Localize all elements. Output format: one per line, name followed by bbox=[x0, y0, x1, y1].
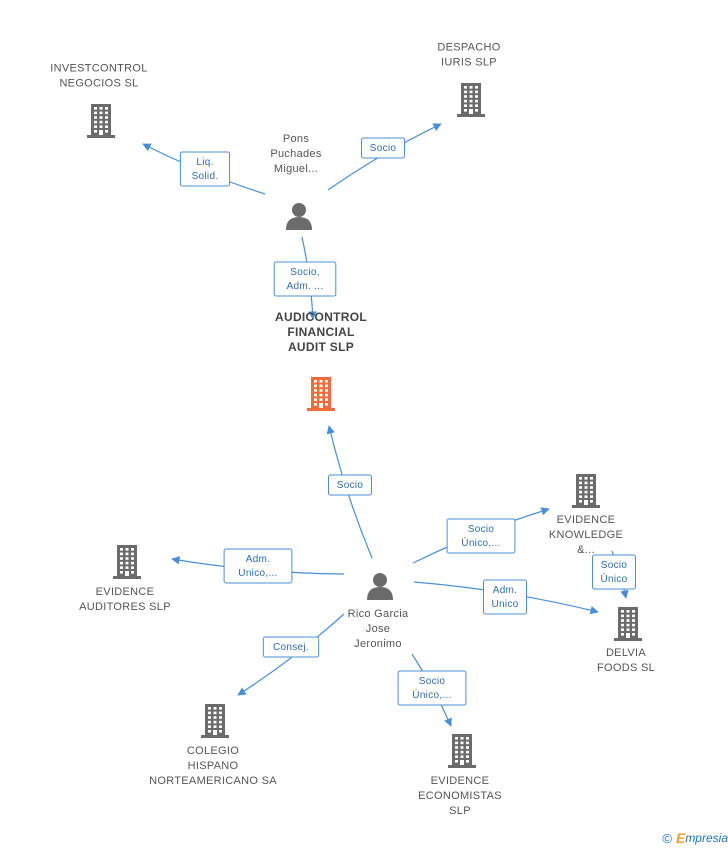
edge-label-rico-to-colegio[interactable]: Consej. bbox=[262, 636, 320, 658]
edge-label-box bbox=[223, 548, 293, 584]
edge-label-box bbox=[273, 261, 337, 297]
node-label-line: COLEGIO bbox=[187, 745, 239, 757]
edge-label-text: Socio bbox=[370, 143, 397, 154]
edge-label-text: Socio, bbox=[290, 267, 320, 278]
edges-layer bbox=[142, 123, 629, 727]
node-label-line: &... bbox=[577, 544, 595, 556]
edge-label-pons-to-despacho[interactable]: Socio bbox=[361, 137, 405, 159]
edge-label-rico-to-delvia[interactable]: Adm. Unico bbox=[483, 579, 527, 615]
node-label-line: FINANCIAL bbox=[287, 325, 354, 339]
node-label-line: EVIDENCE bbox=[96, 586, 155, 598]
copyright-symbol: © bbox=[662, 830, 672, 846]
node-label-line: NORTEAMERICANO SA bbox=[149, 775, 277, 787]
edge-label-text: Adm. ... bbox=[287, 281, 324, 292]
node-pons[interactable]: PonsPuchadesMiguel... bbox=[270, 133, 322, 230]
node-label-line: HISPANO bbox=[188, 760, 239, 772]
node-colegio[interactable]: COLEGIO HISPANO NORTEAMERICANO SA bbox=[149, 704, 277, 787]
edge-label-text: Único,... bbox=[412, 688, 451, 701]
edge-label-text: Unico,... bbox=[238, 568, 277, 579]
edge-label-box bbox=[483, 579, 527, 615]
node-investcontrol[interactable]: INVESTCONTROL NEGOCIOS SL bbox=[50, 63, 147, 139]
building-icon[interactable] bbox=[307, 377, 335, 411]
edge-label-box bbox=[328, 474, 372, 496]
building-icon[interactable] bbox=[201, 704, 229, 738]
edge-label-text: Unico bbox=[491, 599, 518, 610]
building-icon[interactable] bbox=[448, 734, 476, 768]
node-label-line: Miguel... bbox=[274, 163, 318, 175]
node-label-line: ECONOMISTAS bbox=[418, 790, 502, 802]
node-label-line: DESPACHO bbox=[437, 42, 500, 54]
node-label-line: Jeronimo bbox=[354, 638, 402, 650]
node-evidence_economistas[interactable]: EVIDENCE ECONOMISTAS SLP bbox=[418, 734, 502, 817]
node-label-line: Puchades bbox=[270, 148, 322, 160]
node-label-line: SLP bbox=[449, 805, 471, 817]
edge-label-box bbox=[179, 151, 231, 187]
brand-name: mpresia bbox=[685, 831, 728, 845]
edge-label-box bbox=[446, 518, 516, 554]
edge-label-text: Único bbox=[600, 572, 627, 585]
edge-label-text: Socio bbox=[601, 560, 628, 571]
edge-label-text: Socio bbox=[468, 524, 495, 535]
building-icon[interactable] bbox=[614, 607, 642, 641]
node-label-line: NEGOCIOS SL bbox=[59, 78, 138, 90]
edge-label-text: Solid. bbox=[192, 171, 219, 182]
node-label-line: AUDIT SLP bbox=[288, 340, 354, 354]
edge-label-text: Adm. bbox=[246, 554, 271, 565]
person-icon[interactable] bbox=[367, 573, 393, 600]
edge-label-text: Socio bbox=[419, 676, 446, 687]
node-delvia[interactable]: DELVIA FOODS SL bbox=[597, 607, 655, 674]
brand-initial: E bbox=[675, 830, 686, 846]
node-evidence_knowledge[interactable]: EVIDENCE KNOWLEDGE &... bbox=[549, 474, 623, 556]
node-label-line: KNOWLEDGE bbox=[549, 529, 623, 541]
building-icon[interactable] bbox=[87, 104, 115, 138]
edge-label-pons-to-audicontrol[interactable]: Socio, Adm. ... bbox=[273, 261, 337, 297]
edge-label-pons-to-investcontrol[interactable]: Liq. Solid. bbox=[179, 151, 231, 187]
node-label-line: AUDICONTROL bbox=[275, 310, 367, 324]
node-evidence_auditores[interactable]: EVIDENCE AUDITORES SLP bbox=[79, 545, 171, 613]
edge-label-box bbox=[592, 554, 636, 590]
edge-label-rico-to-evidence_auditores[interactable]: Adm. Unico,... bbox=[223, 548, 293, 584]
person-icon[interactable] bbox=[286, 203, 312, 230]
node-label-line: INVESTCONTROL bbox=[50, 63, 147, 75]
edge-label-box bbox=[262, 636, 320, 658]
node-label-line: Pons bbox=[283, 133, 309, 145]
node-label-line: IURIS SLP bbox=[441, 57, 497, 69]
edge-label-rico-to-audicontrol[interactable]: Socio bbox=[328, 474, 372, 496]
node-label-line: EVIDENCE bbox=[431, 775, 490, 787]
edge-label-rico-to-evidence_economistas[interactable]: SocioÚnico,... bbox=[397, 670, 467, 706]
building-icon[interactable] bbox=[113, 545, 141, 579]
building-icon[interactable] bbox=[572, 474, 600, 508]
node-label-line: EVIDENCE bbox=[557, 514, 616, 526]
node-label-line: FOODS SL bbox=[597, 662, 655, 674]
edge-label-text: Socio bbox=[337, 480, 364, 491]
node-despacho[interactable]: DESPACHO IURIS SLP bbox=[437, 42, 500, 118]
edge-label-text: Consej. bbox=[273, 642, 309, 653]
edge-label-text: Liq. bbox=[196, 157, 213, 168]
node-label-line: Rico Garcia bbox=[348, 608, 409, 620]
building-icon[interactable] bbox=[457, 83, 485, 117]
edge-label-box bbox=[361, 137, 405, 159]
edge-label-text: Único,... bbox=[461, 536, 500, 549]
edge-label-rico-to-evidence_knowledge[interactable]: SocioÚnico,... bbox=[446, 518, 516, 554]
footer-brand[interactable]: © E mpresia bbox=[662, 830, 728, 846]
node-label-line: Jose bbox=[366, 623, 390, 635]
edge-label-text: Adm. bbox=[493, 585, 518, 596]
node-label-line: DELVIA bbox=[606, 647, 646, 659]
node-label-line: AUDITORES SLP bbox=[79, 601, 171, 613]
edge-label-box bbox=[397, 670, 467, 706]
